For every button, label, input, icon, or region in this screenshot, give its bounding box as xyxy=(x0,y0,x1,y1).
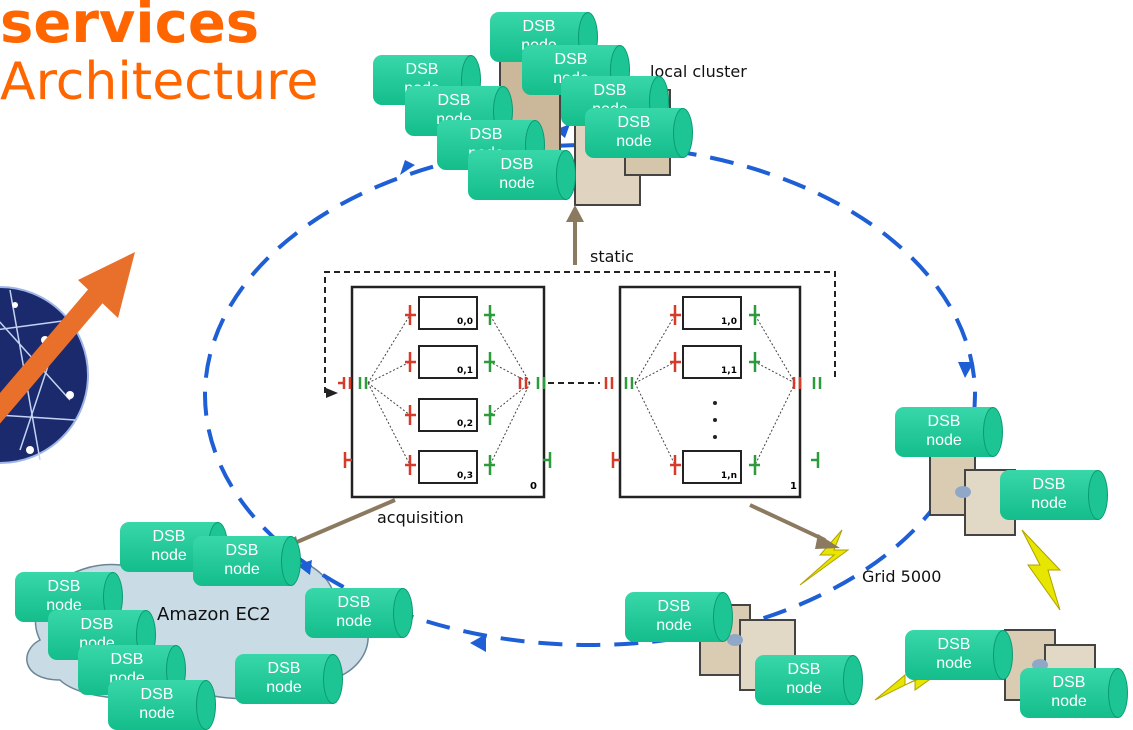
box1-fan-lines xyxy=(634,314,796,466)
dsb-node-title: DSB xyxy=(225,542,259,559)
dsb-node-cap xyxy=(713,592,733,642)
task-cell-0-2: 0,2 xyxy=(418,398,478,432)
dsb-node-cylinder xyxy=(193,536,291,586)
dsb-node-title: DSB xyxy=(405,61,439,78)
ring-arrowhead-bottom xyxy=(470,634,486,652)
dsb-node: DSB node xyxy=(468,150,576,200)
dsb-node: DSB node xyxy=(1000,470,1108,520)
dsb-node: DSB node xyxy=(895,407,1003,457)
dsb-node-cap xyxy=(843,655,863,705)
static-label: static xyxy=(590,247,634,266)
dsb-node-cylinder xyxy=(755,655,853,705)
orange-growth-arrow xyxy=(0,252,135,424)
static-arrow xyxy=(566,205,584,265)
dsb-node-title: DSB xyxy=(593,82,627,99)
dsb-node: DSB node xyxy=(108,680,216,730)
dsb-node-title: DSB xyxy=(657,598,691,615)
dsb-node-subtitle: node xyxy=(936,655,972,672)
dsb-node-cylinder xyxy=(235,654,333,704)
page-subtitle: Architecture xyxy=(0,52,319,112)
dsb-node-title: DSB xyxy=(80,616,114,633)
dsb-node-cap xyxy=(983,407,1003,457)
dsb-node: DSB node xyxy=(305,588,413,638)
dsb-node-subtitle: node xyxy=(1031,495,1067,512)
dsb-node-cap xyxy=(323,654,343,704)
dsb-node-cylinder xyxy=(905,630,1003,680)
grid-5000-label: Grid 5000 xyxy=(862,567,942,586)
dsb-node-cap xyxy=(393,588,413,638)
dsb-node-title: DSB xyxy=(500,156,534,173)
dsb-node-cap xyxy=(1108,668,1128,718)
page-title: services xyxy=(0,0,260,56)
task-cell-1-n: 1,n xyxy=(682,450,742,484)
dsb-node-subtitle: node xyxy=(1051,693,1087,710)
dsb-node-subtitle: node xyxy=(336,613,372,630)
dsb-node-title: DSB xyxy=(554,51,588,68)
dsb-node-title: DSB xyxy=(927,413,961,430)
dsb-node-subtitle: node xyxy=(46,597,82,614)
dsb-node-cylinder xyxy=(895,407,993,457)
dsb-node-title: DSB xyxy=(267,660,301,677)
workflow-feedback-loop xyxy=(324,271,836,393)
dsb-node-subtitle: node xyxy=(266,679,302,696)
dsb-node: DSB node xyxy=(755,655,863,705)
dsb-node: DSB node xyxy=(905,630,1013,680)
dsb-node-subtitle: node xyxy=(786,680,822,697)
workflow-box-1-label: 1 xyxy=(790,481,797,492)
dsb-node-title: DSB xyxy=(1032,476,1066,493)
dsb-node-cylinder xyxy=(108,680,206,730)
dsb-node-subtitle: node xyxy=(224,561,260,578)
dsb-node-cap xyxy=(1088,470,1108,520)
dsb-node-cylinder xyxy=(1020,668,1118,718)
task-cell-0-1: 0,1 xyxy=(418,345,478,379)
dsb-node-title: DSB xyxy=(337,594,371,611)
dsb-node-subtitle: node xyxy=(656,617,692,634)
ring-arrowhead-top xyxy=(400,160,415,175)
dsb-node-title: DSB xyxy=(47,578,81,595)
dsb-node-subtitle: node xyxy=(139,705,175,722)
dsb-node-subtitle: node xyxy=(151,547,187,564)
dsb-node-cap xyxy=(673,108,693,158)
workflow-box-0-label: 0 xyxy=(530,481,537,492)
dsb-node: DSB node xyxy=(193,536,301,586)
dsb-node-cap xyxy=(556,150,576,200)
task-cell-1-0: 1,0 xyxy=(682,296,742,330)
local-cluster-label: local cluster xyxy=(650,62,747,81)
task-cell-0-3: 0,3 xyxy=(418,450,478,484)
ellipsis-dots xyxy=(713,401,717,439)
dsb-node-cylinder xyxy=(305,588,403,638)
dsb-node-title: DSB xyxy=(937,636,971,653)
dsb-node-subtitle: node xyxy=(616,133,652,150)
task-cell-0-0: 0,0 xyxy=(418,296,478,330)
dashed-ring xyxy=(203,143,977,647)
dsb-node: DSB node xyxy=(585,108,693,158)
acquisition-label: acquisition xyxy=(377,508,464,527)
dsb-node-cap xyxy=(281,536,301,586)
port-markers xyxy=(338,305,822,475)
dsb-node: DSB node xyxy=(1020,668,1128,718)
dsb-node: DSB node xyxy=(625,592,733,642)
dsb-node-cylinder xyxy=(468,150,566,200)
dsb-node-title: DSB xyxy=(469,126,503,143)
amazon-ec2-label: Amazon EC2 xyxy=(157,604,271,625)
dsb-node-title: DSB xyxy=(152,528,186,545)
dsb-node: DSB node xyxy=(235,654,343,704)
dsb-node-title: DSB xyxy=(140,686,174,703)
dsb-node-title: DSB xyxy=(437,92,471,109)
dsb-node-cylinder xyxy=(1000,470,1098,520)
dsb-node-cap xyxy=(993,630,1013,680)
task-cell-1-1: 1,1 xyxy=(682,345,742,379)
dsb-node-title: DSB xyxy=(522,18,556,35)
dsb-node-title: DSB xyxy=(617,114,651,131)
dsb-node-title: DSB xyxy=(1052,674,1086,691)
grid-arrow xyxy=(749,503,840,549)
dsb-node-cylinder xyxy=(585,108,683,158)
ring-arrowhead-top-left xyxy=(555,124,570,138)
dsb-node-title: DSB xyxy=(110,651,144,668)
dsb-node-title: DSB xyxy=(787,661,821,678)
dsb-node-cylinder xyxy=(625,592,723,642)
dsb-node-subtitle: node xyxy=(499,175,535,192)
ring-arrowhead-right xyxy=(958,362,974,378)
dsb-node-subtitle: node xyxy=(926,432,962,449)
